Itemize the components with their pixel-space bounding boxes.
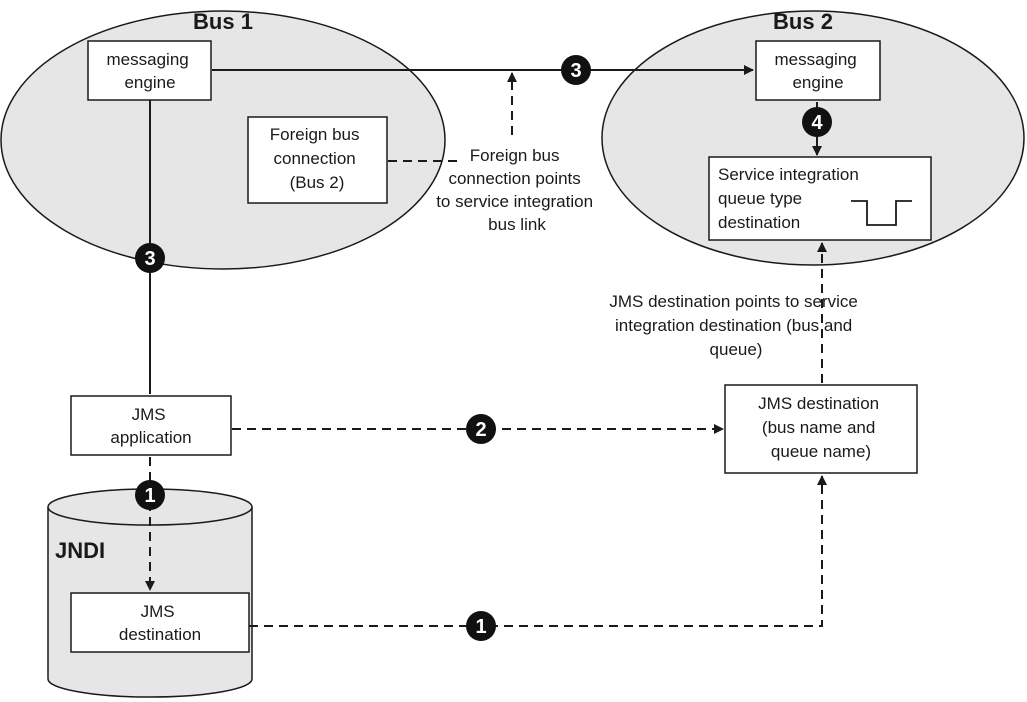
bus2-messaging-engine-box	[755, 40, 881, 101]
bus1-messaging-engine-label: messaging engine	[107, 50, 194, 92]
bus2-title: Bus 2	[773, 9, 833, 34]
jndi-title: JNDI	[55, 538, 105, 563]
svg-text:1: 1	[475, 616, 486, 638]
step-badge-3-app-engine: 3	[135, 243, 165, 273]
svg-text:2: 2	[475, 419, 486, 441]
foreign-bus-connection-box	[247, 116, 388, 204]
si-queue-destination-label: Service integration queue type destinati…	[718, 165, 864, 232]
svg-text:3: 3	[570, 60, 581, 82]
step-badge-1-jndi-lookup: 1	[135, 480, 165, 510]
svg-text:4: 4	[811, 112, 823, 134]
step-badge-2: 2	[466, 414, 496, 444]
jndi-jms-destination-label: JMS destination	[119, 602, 201, 644]
bus2-messaging-engine-label: messaging engine	[775, 50, 862, 92]
step-badge-1-jndi-link: 1	[466, 611, 496, 641]
foreign-link-note: Foreign bus connection points to service…	[436, 146, 598, 234]
jms-application-label: JMS application	[110, 405, 191, 447]
step-badge-3-bus-link: 3	[561, 55, 591, 85]
svg-text:3: 3	[144, 248, 155, 270]
bus1-title: Bus 1	[193, 9, 253, 34]
jms-destination-label: JMS destination (bus name and queue name…	[758, 394, 884, 461]
jndi-to-jms-dest-line	[249, 475, 827, 627]
jndi-jms-destination-box	[70, 592, 250, 653]
jms-application-box	[70, 395, 232, 456]
svg-text:1: 1	[144, 485, 155, 507]
step-badge-4: 4	[802, 107, 832, 137]
jms-points-note: JMS destination points to service integr…	[609, 292, 862, 359]
si-queue-destination-box	[708, 156, 932, 241]
foreign-bus-connection-label: Foreign bus connection (Bus 2)	[270, 125, 365, 192]
bus1-messaging-engine-box	[87, 40, 212, 101]
queue-icon	[851, 200, 912, 226]
jms-destination-box	[724, 384, 918, 474]
